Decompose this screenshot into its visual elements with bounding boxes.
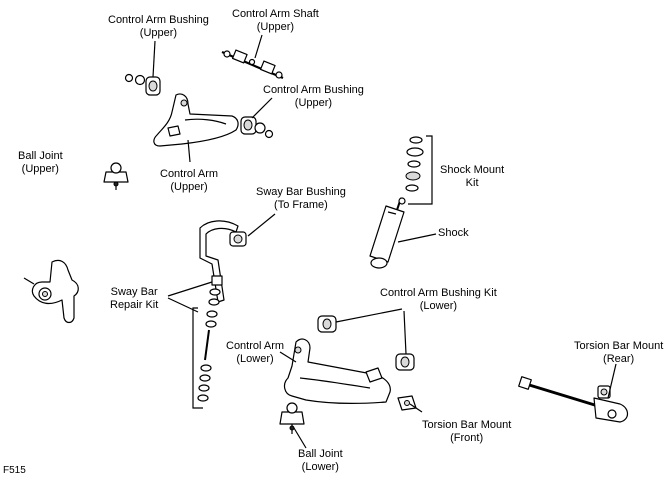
steering-knuckle-part — [23, 259, 79, 324]
leader-ball-joint-lower — [293, 427, 307, 449]
lower-control-arm-part — [283, 338, 391, 404]
leader-sway-bar-bushing — [247, 213, 276, 237]
leader-lower-arm — [279, 351, 297, 363]
label-torsion-bar-mount-rear: Torsion Bar Mount (Rear) — [574, 340, 664, 365]
leader-upper-bushing-left — [152, 40, 156, 78]
sway-bar-part — [199, 220, 247, 303]
upper-bushing-left-part — [124, 73, 161, 96]
leader-torsion-front — [409, 403, 423, 413]
label-control-arm-shaft-upper: Control Arm Shaft (Upper) — [232, 8, 319, 33]
figure-code: F515 — [3, 465, 26, 476]
lower-ball-joint-part — [279, 402, 305, 434]
leader-repair-kit-a — [167, 281, 213, 297]
upper-ball-joint-part — [103, 162, 129, 190]
label-shock-mount-kit: Shock Mount Kit — [440, 164, 505, 189]
leader-upper-arm — [187, 139, 191, 163]
label-control-arm-lower: Control Arm (Lower) — [226, 340, 285, 365]
label-ball-joint-lower: Ball Joint (Lower) — [298, 448, 343, 473]
upper-control-arm-part — [153, 93, 239, 147]
torsion-bar-rear-part — [518, 376, 629, 423]
label-sway-bar-repair-kit: Sway Bar Repair Kit — [110, 286, 159, 311]
label-control-arm-bushing-kit-lower: Control Arm Bushing Kit (Lower) — [380, 287, 497, 312]
shock-mount-kit-part — [405, 136, 424, 192]
sway-bar-repair-kit-part — [197, 275, 223, 402]
leader-torsion-rear — [607, 363, 617, 399]
label-control-arm-upper: Control Arm (Upper) — [160, 168, 219, 193]
leader-upper-bushing-right — [251, 97, 273, 119]
upper-bushing-right-part — [240, 116, 274, 139]
label-control-arm-bushing-upper-left: Control Arm Bushing (Upper) — [108, 14, 209, 39]
leader-upper-shaft — [254, 34, 263, 59]
label-torsion-bar-mount-front: Torsion Bar Mount (Front) — [422, 419, 512, 444]
leader-lower-bushing-b — [403, 310, 407, 355]
lower-bushing-kit-part — [317, 315, 415, 371]
bracket-sway-bar-repair-kit — [192, 307, 203, 409]
bracket-shock-mount-kit — [408, 135, 433, 205]
shock-absorber-part — [369, 197, 406, 269]
label-ball-joint-upper: Ball Joint (Upper) — [18, 150, 63, 175]
label-sway-bar-bushing: Sway Bar Bushing (To Frame) — [256, 186, 346, 211]
leader-lower-bushing-a — [335, 308, 403, 323]
upper-shaft-part — [221, 49, 284, 80]
label-shock: Shock — [438, 227, 469, 239]
leader-shock — [397, 233, 437, 243]
torsion-bar-mount-front-part — [397, 395, 417, 411]
label-control-arm-bushing-upper-right: Control Arm Bushing (Upper) — [263, 84, 364, 109]
